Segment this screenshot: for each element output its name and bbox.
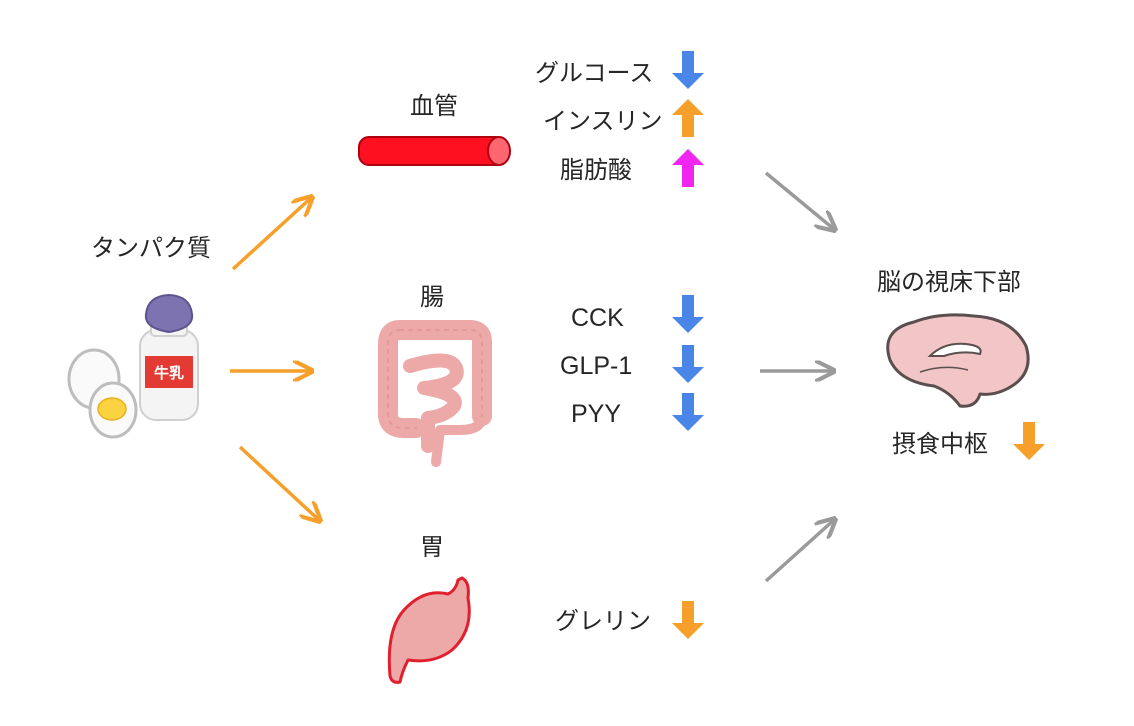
- source-label: タンパク質: [91, 234, 211, 262]
- feeding-center-level-arrow: [1013, 422, 1045, 460]
- glucose-label: グルコース: [535, 59, 654, 87]
- insulin-level-arrow: [672, 99, 704, 137]
- source-to-stomach-arrow: [238, 445, 320, 521]
- hypothalamus-label: 脳の視床下部: [877, 268, 1021, 296]
- stomach-to-brain-arrow: [764, 519, 835, 583]
- brain-icon: [886, 313, 1030, 408]
- milk-label: 牛乳: [154, 364, 184, 382]
- feeding-center-label: 摂食中枢: [892, 430, 988, 458]
- glp1-level-arrow: [672, 345, 704, 383]
- stomach-label: 胃: [420, 533, 444, 561]
- cck-level-arrow: [672, 295, 704, 333]
- pyy-label: PYY: [571, 400, 622, 428]
- glp1-label: GLP-1: [560, 352, 633, 380]
- blood-vessel-label: 血管: [410, 92, 458, 120]
- source-to-vessel-arrow: [231, 197, 312, 271]
- fatty-acid-level-arrow: [672, 149, 704, 187]
- blood-to-brain-arrow: [764, 171, 835, 230]
- ghrelin-level-arrow: [672, 601, 704, 639]
- pyy-level-arrow: [672, 393, 704, 431]
- glucose-level-arrow: [672, 51, 704, 89]
- ghrelin-label: グレリン: [555, 607, 651, 635]
- milk-bottle-icon: 牛乳: [139, 293, 199, 421]
- blood-vessel-icon: [358, 136, 511, 166]
- stomach-icon: [387, 576, 471, 684]
- fatty-acid-label: 脂肪酸: [560, 156, 632, 184]
- insulin-label: インスリン: [543, 107, 663, 135]
- intestine-icon: [378, 320, 492, 467]
- egg-icon: [67, 348, 138, 439]
- intestine-label: 腸: [420, 283, 444, 311]
- level-arrows: [672, 51, 1045, 639]
- cck-label: CCK: [571, 304, 624, 332]
